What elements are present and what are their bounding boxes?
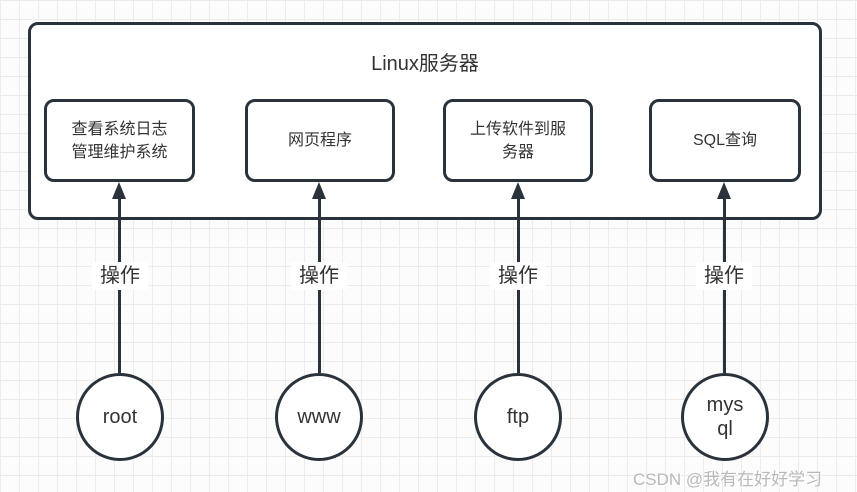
connector-label-root: 操作 (92, 262, 148, 290)
arrow-up-icon (312, 182, 326, 199)
user-node-www: www (275, 373, 363, 461)
connector-label-ftp: 操作 (490, 262, 546, 290)
service-node-logs: 查看系统日志 管理维护系统 (44, 99, 195, 182)
service-node-label-line: SQL查询 (692, 132, 758, 149)
arrow-up-icon (112, 182, 126, 199)
service-node-sql: SQL查询 (649, 99, 801, 182)
service-node-label-line: 查看系统日志 (71, 120, 168, 138)
service-node-label-line: 上传软件到服 (469, 120, 566, 138)
service-node-label-line: 务器 (501, 143, 534, 161)
service-node-upload: 上传软件到服 务器 (443, 99, 593, 182)
service-node-web: 网页程序 (245, 99, 395, 182)
user-node-mysql: mys ql (681, 373, 769, 461)
user-node-ftp: ftp (474, 373, 562, 461)
user-node-root: root (76, 373, 164, 461)
server-title: Linux服务器 (371, 53, 479, 75)
user-node-label: ftp (506, 406, 530, 428)
user-node-label-line: ql (717, 418, 733, 440)
service-node-label-line: 管理维护系统 (71, 143, 168, 161)
arrow-up-icon (717, 182, 731, 199)
user-node-label: www (297, 406, 341, 428)
connector-label-www: 操作 (291, 262, 347, 290)
watermark: CSDN @我有在好好学习 (633, 470, 823, 489)
connector-label-mysql: 操作 (696, 262, 752, 290)
user-node-label: root (102, 406, 138, 428)
user-node-label-line: mys (706, 394, 744, 416)
service-node-label-line: 网页程序 (287, 132, 352, 149)
arrow-up-icon (511, 182, 525, 199)
